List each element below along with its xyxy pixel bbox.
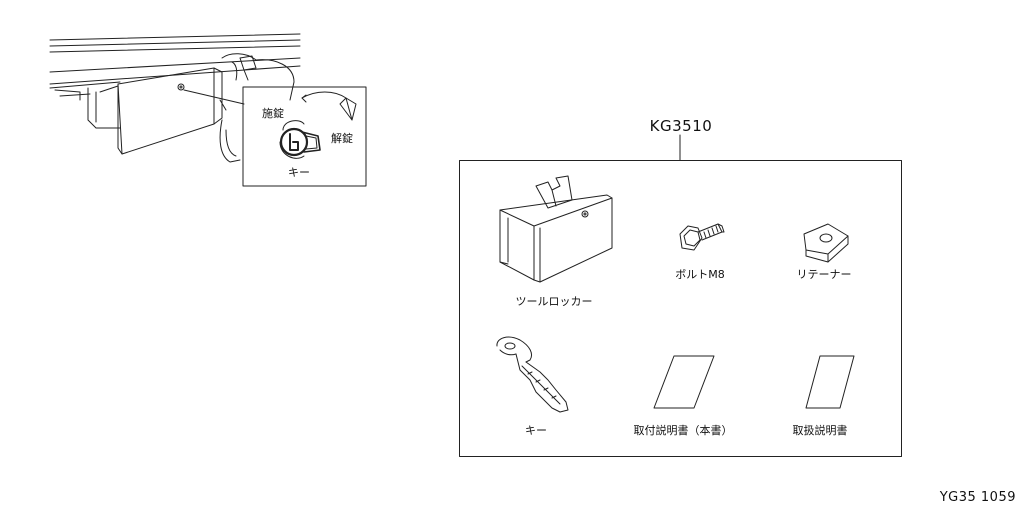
key-cylinder-icon: [279, 120, 321, 159]
kit-contents-box: [459, 134, 902, 457]
rear-wheel-icon: [219, 53, 295, 163]
inset-frame: [242, 86, 367, 187]
kit-code: KG3510: [649, 117, 713, 135]
diagram-reference: YG35 1059: [939, 490, 1016, 505]
mounted-tool-locker-icon: [99, 67, 223, 155]
owner-manual-icon: [805, 355, 855, 409]
rotation-arrow-icon: [301, 91, 357, 121]
install-manual-icon: [653, 355, 715, 409]
part-label-tool-locker: ツールロッカー: [515, 295, 593, 308]
retainer-icon: [803, 223, 849, 263]
part-label-owner-manual: 取扱説明書: [792, 424, 848, 437]
key-icon: [496, 336, 569, 413]
unlock-label: 解錠: [331, 132, 353, 145]
kit-frame: [459, 160, 902, 457]
part-label-retainer: リテーナー: [796, 268, 852, 281]
part-label-install-manual: 取付説明書（本書）: [633, 424, 733, 437]
part-label-bolt: ボルトM8: [675, 268, 725, 281]
inset-key-label: キー: [288, 166, 310, 179]
part-label-key: キー: [525, 424, 547, 437]
bolt-m8-icon: [679, 223, 725, 251]
lock-inset: [242, 86, 367, 187]
lock-label: 施錠: [262, 107, 284, 120]
vehicle-installation-view: [49, 33, 301, 163]
tool-locker-icon: [499, 175, 613, 283]
